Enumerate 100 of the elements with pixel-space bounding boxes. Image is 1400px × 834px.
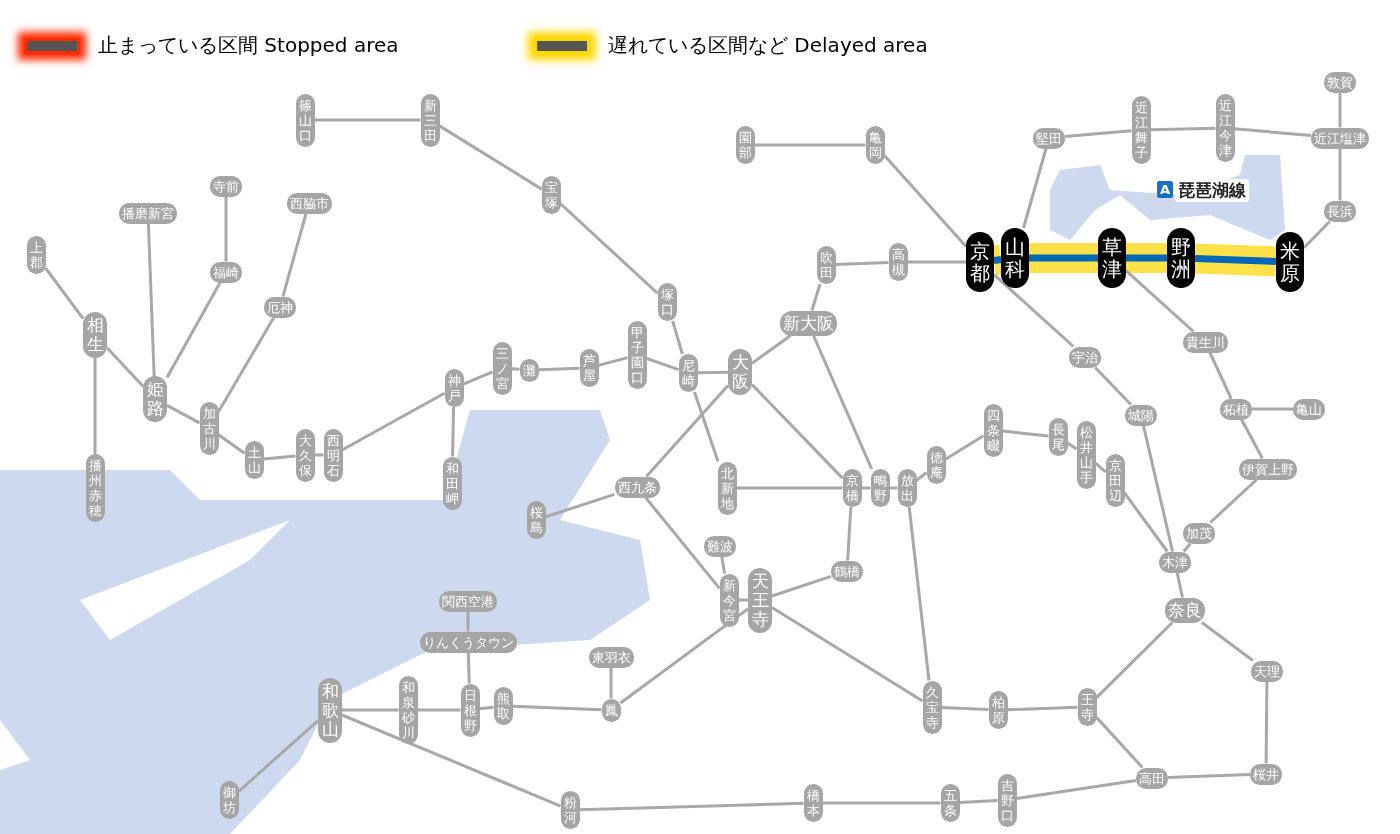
rail-line: [915, 471, 928, 482]
station-label: 京田辺: [1105, 453, 1125, 507]
rail-line: [462, 370, 494, 386]
station-label: 寺前: [210, 175, 242, 197]
station-label: 難波: [704, 535, 736, 557]
station-label: 堅田: [1033, 127, 1065, 149]
rail-line: [217, 316, 276, 413]
rail-line: [645, 384, 730, 478]
line-badge: A: [1157, 181, 1174, 198]
station-label: 桜井: [1250, 763, 1282, 785]
rail-line: [579, 801, 804, 812]
station-label: 播磨新宮: [119, 202, 177, 224]
rail-line: [1064, 129, 1132, 139]
rail-line: [907, 506, 931, 681]
rail-line: [944, 434, 985, 461]
station-label: 鳳: [601, 698, 621, 722]
rail-line: [941, 705, 989, 712]
station-label: 宇治: [1069, 346, 1101, 368]
station-label: 長浜: [1324, 200, 1356, 222]
rail-line: [451, 406, 456, 457]
rail-line: [907, 260, 966, 264]
station-label: 高田: [1136, 767, 1168, 789]
station-label: 粉河: [560, 791, 580, 829]
rail-line: [538, 366, 580, 372]
station-label: 姫路: [143, 376, 167, 422]
station-label: 福崎: [210, 261, 242, 283]
station-label: 伊賀上野: [1239, 458, 1297, 480]
rail-line: [466, 652, 471, 684]
station-label: 柏原: [988, 691, 1008, 729]
station-label: 橋本: [803, 784, 823, 822]
rail-line: [166, 404, 201, 425]
rail-line: [835, 260, 889, 267]
station-label: 亀岡: [865, 126, 885, 164]
station-label: 天理: [1251, 660, 1283, 682]
station-label: 柘植: [1220, 398, 1252, 420]
rail-line: [1094, 366, 1132, 406]
station-label: 大阪: [728, 349, 752, 395]
station-label: 塚口: [657, 283, 677, 321]
rail-line: [1094, 462, 1107, 473]
station-label: 灘: [519, 358, 539, 382]
rail-line: [224, 196, 228, 262]
rail-line: [1234, 127, 1312, 137]
station-label: 尼崎: [678, 354, 698, 392]
rail-line: [417, 708, 461, 712]
station-label: 厄神: [264, 296, 296, 318]
rail-line: [559, 202, 659, 295]
rail-line: [314, 453, 324, 457]
rail-line: [237, 719, 319, 793]
rail-line: [993, 273, 1075, 348]
station-label: 吉野口: [997, 773, 1017, 827]
rail-line: [341, 391, 446, 452]
rail-line: [693, 391, 720, 462]
rail-line: [822, 801, 941, 805]
station-label: 大久保: [295, 428, 315, 482]
rail-line: [1125, 269, 1195, 333]
station-label: 土山: [244, 441, 264, 479]
rail-line: [1208, 351, 1233, 400]
rail-line: [1002, 429, 1049, 438]
rail-line: [771, 574, 832, 598]
legend-text: 遅れている区間など Delayed area: [608, 32, 928, 59]
station-label: 山科: [1001, 228, 1029, 288]
station-label: 松井山手: [1076, 421, 1096, 489]
rail-line: [846, 506, 853, 561]
station-label: 奈良: [1165, 597, 1205, 623]
rail-line: [619, 607, 749, 705]
station-label: 甲子園口: [627, 321, 647, 389]
station-label: 神戸: [444, 369, 464, 407]
station-label: 王寺: [1077, 688, 1097, 726]
rail-line: [511, 367, 520, 371]
rail-line: [512, 704, 602, 712]
station-label: 亀山: [1293, 398, 1325, 420]
rail-line: [1264, 681, 1269, 764]
rail-line: [671, 320, 684, 355]
station-label: 篠山口: [295, 93, 315, 147]
station-label: 高槻: [888, 243, 908, 281]
station-label: 五条: [940, 784, 960, 822]
station-label: 加茂: [1183, 522, 1215, 544]
rail-line: [812, 334, 874, 470]
station-label: 京橋: [842, 469, 862, 507]
rail-line: [1167, 773, 1251, 779]
station-label: 園部: [735, 126, 755, 164]
station-label: 西明石: [323, 428, 343, 482]
rail-line: [751, 334, 792, 365]
station-label: 新今宮: [719, 573, 739, 627]
rail-line: [738, 598, 748, 602]
station-label: 貴生川: [1182, 331, 1228, 353]
station-label: 上郡: [26, 236, 46, 274]
station-label: 草津: [1098, 228, 1126, 288]
station-label: 近江舞子: [1131, 96, 1151, 164]
rail-line: [93, 358, 97, 454]
station-label: 三ノ宮: [492, 341, 512, 395]
legend-text: 止まっている区間 Stopped area: [98, 32, 399, 59]
rail-line: [438, 124, 543, 191]
station-label: 敦賀: [1324, 71, 1356, 93]
station-label: 相生: [83, 312, 107, 358]
rail-line: [1150, 126, 1216, 132]
rail-line: [1209, 478, 1258, 524]
station-label: 宝塚: [541, 176, 561, 214]
rail-line: [217, 433, 246, 455]
station-label: 加古川: [199, 401, 219, 455]
